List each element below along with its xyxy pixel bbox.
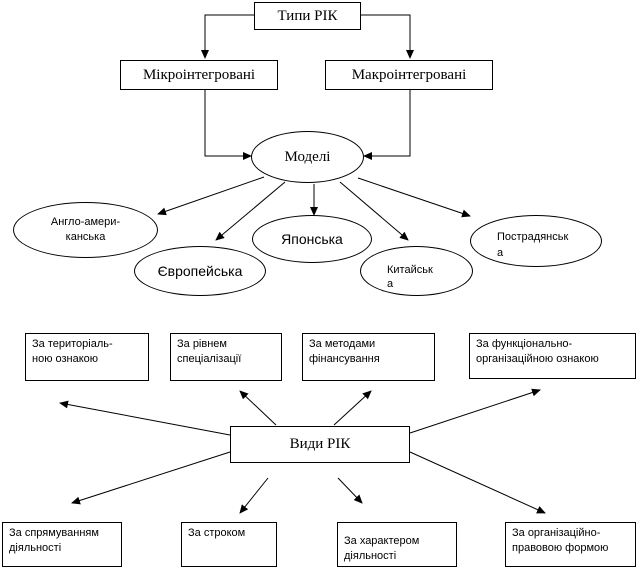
arrow-models-to-european <box>215 181 286 241</box>
postsoviet-ellipse: Пострадянськ а <box>470 215 602 267</box>
macro-box: Макроінтегровані <box>325 60 493 90</box>
specialization-line2: спеціалізації <box>177 353 242 365</box>
anglo-line2: канська <box>65 231 106 243</box>
character-line2: діяльності <box>344 550 397 562</box>
postsoviet-line2: а <box>497 247 504 259</box>
arrow-models-to-anglo <box>157 176 265 216</box>
chinese-line1: Китайськ <box>387 264 433 276</box>
arrow-kinds-to-direction <box>71 451 231 505</box>
arrow-kinds-to-financing <box>333 390 372 426</box>
direction-line2: діяльності <box>9 542 62 554</box>
models-ellipse: Моделі <box>251 131 364 183</box>
financing-box: За методами фінансування <box>302 333 435 381</box>
financing-line1: За методами <box>309 338 376 350</box>
chinese-line2: а <box>387 278 394 290</box>
japanese-text: Японська <box>281 231 343 247</box>
character-line1: За характером <box>344 535 420 547</box>
term-text: За строком <box>188 527 246 539</box>
anglo-line1: Англо-амери- <box>50 216 121 228</box>
arrow-macro-to-models <box>363 89 411 160</box>
functional-box: За функціонально- організаційною ознакою <box>469 333 636 379</box>
specialization-line1: За рівнем <box>177 338 227 350</box>
arrow-kinds-to-character <box>337 477 363 504</box>
european-text: Європейська <box>157 263 243 279</box>
direction-line1: За спрямуванням <box>9 527 99 539</box>
micro-text: Мікроінтегровані <box>142 66 256 83</box>
arrow-kinds-to-functional <box>409 388 541 434</box>
arrow-kinds-to-legal <box>409 451 546 514</box>
term-box: За строком <box>181 522 277 567</box>
micro-box: Мікроінтегровані <box>120 60 278 90</box>
anglo-american-ellipse: Англо-амери- канська <box>13 202 158 258</box>
direction-box: За спрямуванням діяльності <box>2 522 122 567</box>
functional-line1: За функціонально- <box>476 338 573 350</box>
functional-line2: організаційною ознакою <box>476 353 599 365</box>
territorial-box: За територіаль- ною ознакою <box>25 333 149 381</box>
legal-box: За організаційно- правовою формою <box>505 522 636 567</box>
character-box: За характером діяльності <box>337 522 457 567</box>
arrow-types-to-macro <box>361 14 414 59</box>
territorial-line1: За територіаль- <box>32 338 113 350</box>
legal-line1: За організаційно- <box>512 527 601 539</box>
arrow-models-to-chinese <box>339 181 409 241</box>
territorial-line2: ною ознакою <box>32 353 99 365</box>
arrow-models-to-postsoviet <box>357 177 471 218</box>
macro-text: Макроінтегровані <box>351 66 467 83</box>
kinds-title-text: Види РІК <box>289 436 351 452</box>
types-title-text: Типи РІК <box>277 7 338 24</box>
arrow-micro-to-models <box>204 89 252 160</box>
models-text: Моделі <box>284 148 331 165</box>
financing-line2: фінансування <box>309 353 380 365</box>
specialization-box: За рівнем спеціалізації <box>170 333 282 381</box>
chinese-ellipse: Китайськ а <box>360 246 473 296</box>
arrow-kinds-to-specialization <box>239 390 277 426</box>
european-ellipse: Європейська <box>134 246 266 296</box>
arrow-kinds-to-term <box>239 477 269 514</box>
japanese-ellipse: Японська <box>252 215 372 263</box>
postsoviet-line1: Пострадянськ <box>497 231 569 243</box>
arrow-types-to-micro <box>201 14 254 59</box>
kinds-title-box: Види РІК <box>230 426 410 463</box>
types-title-box: Типи РІК <box>254 2 361 30</box>
arrow-kinds-to-territorial <box>59 400 231 436</box>
legal-line2: правовою формою <box>512 542 609 554</box>
